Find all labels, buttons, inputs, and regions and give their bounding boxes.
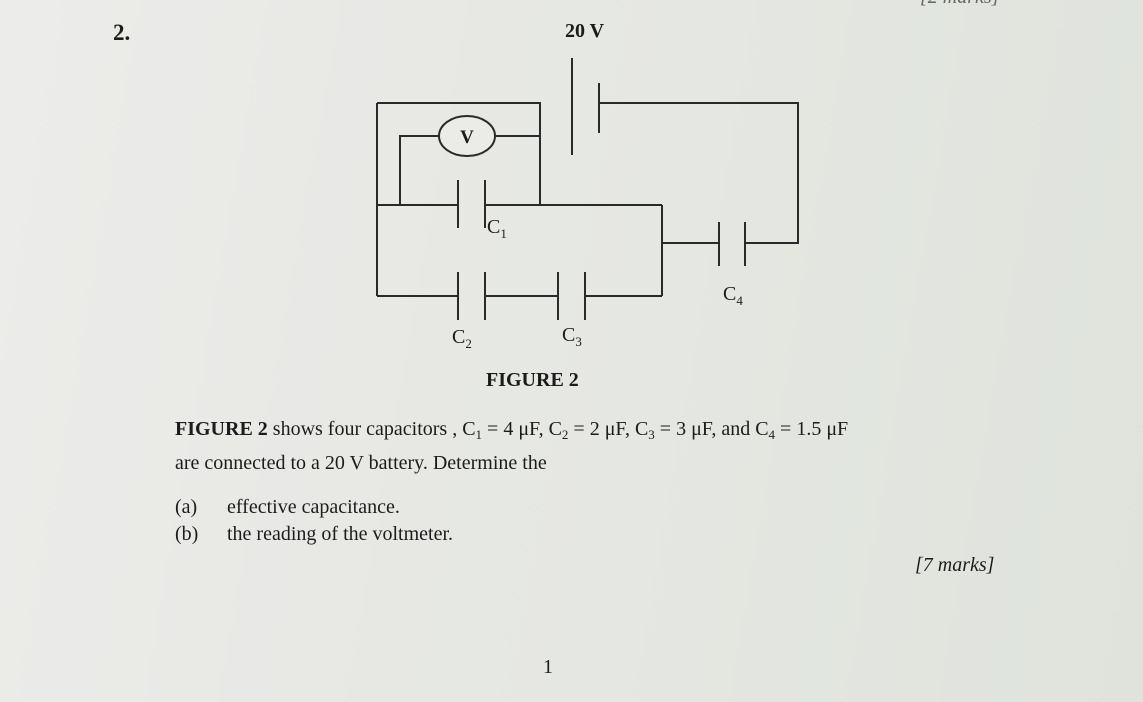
part-b-text: the reading of the voltmeter. xyxy=(227,523,454,545)
cropped-marks-label: [2 marks] xyxy=(920,0,999,9)
c4-label: C4 xyxy=(723,283,743,308)
part-b-letter: (b) xyxy=(175,523,199,545)
marks-allocation: [7 marks] xyxy=(915,554,995,576)
part-b: (b) the reading of the voltmeter. xyxy=(175,523,453,546)
c1-label: C1 xyxy=(487,216,507,241)
voltmeter-circle xyxy=(438,115,496,157)
c4-value: = 1.5 μF xyxy=(775,418,849,440)
wire-left-to-battery xyxy=(377,102,541,205)
c3-value: = 3 μF, and xyxy=(654,418,756,440)
problem-statement: FIGURE 2 shows four capacitors , C1 = 4 … xyxy=(175,415,1055,477)
part-a-letter: (a) xyxy=(175,496,198,518)
wire-voltmeter-left xyxy=(399,135,440,205)
problem-line-2: are connected to a 20 V battery. Determi… xyxy=(175,452,547,474)
figure-reference: FIGURE 2 xyxy=(175,418,268,440)
question-number: 2. xyxy=(113,20,131,45)
voltmeter-label: V xyxy=(460,127,474,148)
part-a: (a) effective capacitance. xyxy=(175,496,400,519)
problem-intro: shows four capacitors , xyxy=(267,418,463,440)
c1-value: = 4 μF, xyxy=(482,418,549,440)
page-number: 1 xyxy=(543,656,553,678)
c3-label: C3 xyxy=(562,324,582,349)
wire-battery-to-right xyxy=(599,102,799,244)
c2-label: C2 xyxy=(452,326,472,351)
c2-value: = 2 μF, xyxy=(568,418,635,440)
battery-label: 20 V xyxy=(565,20,605,42)
part-a-text: effective capacitance. xyxy=(227,496,400,518)
figure-caption: FIGURE 2 xyxy=(486,369,579,391)
problem-line-1: FIGURE 2 shows four capacitors , C1 = 4 … xyxy=(175,418,849,442)
